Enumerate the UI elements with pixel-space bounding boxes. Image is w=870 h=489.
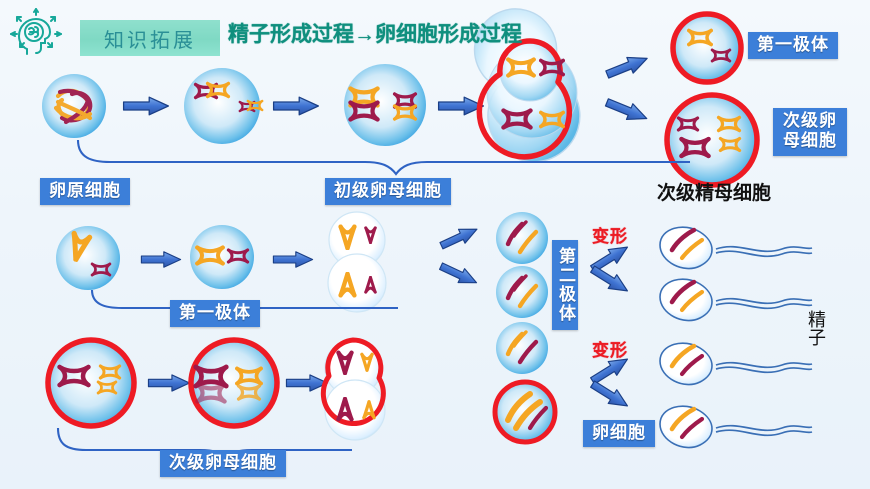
label-egg-cell: 卵细胞: [583, 420, 655, 448]
sperm-2: [659, 278, 813, 322]
label-transform-bottom: 变形: [592, 341, 628, 360]
label-sperm: 精子: [805, 310, 826, 346]
sperm-3: [659, 342, 813, 386]
diverging-arrows-row1: [603, 49, 651, 127]
spermatid-cell-3: [496, 322, 548, 374]
secondary-oocyte-dividing-cell: [320, 337, 386, 441]
primary-spermatocyte-metaphase-cell: [344, 64, 426, 146]
label-first-polar-body-top: 第一极体: [748, 32, 838, 60]
label-secondary-oocyte-top: 次级卵 母细胞: [773, 108, 847, 157]
first-polar-body-cell: [670, 11, 744, 85]
knowledge-expansion-label: 知识拓展: [104, 27, 196, 52]
spermatid-cell-1: [496, 212, 548, 264]
label-second-polar-body: 第二极体: [552, 240, 579, 330]
spermatogonium-chromatin-cell: [42, 74, 106, 138]
transform-arrows: [587, 239, 633, 414]
ootid-cell: [492, 379, 558, 445]
label-secondary-oocyte-top-line1: 次级卵: [783, 111, 837, 130]
label-transform-top: 变形: [592, 227, 628, 246]
brace-primary-spermatocyte: [76, 139, 690, 176]
knowledge-expansion-badge: 知识拓展: [80, 20, 220, 56]
arrow-right: [272, 96, 320, 116]
label-first-polar-body-mid: 第一极体: [170, 300, 260, 328]
label-secondary-oocyte-bottom: 次级卵母细胞: [160, 450, 286, 478]
diverging-arrows-row2: [437, 221, 481, 291]
oogonium-condensed-cell: [190, 225, 254, 289]
page-title: 精子形成过程→卵细胞形成过程: [228, 23, 522, 46]
secondary-oocyte-metaphase-cell: [188, 337, 280, 429]
secondary-oocyte-cell: [664, 92, 760, 188]
label-secondary-spermatocyte: 次级精母细胞: [657, 182, 772, 204]
primary-oocyte-dividing-cell: [327, 211, 387, 313]
oogonium-cell: [56, 226, 120, 290]
arrow-right: [285, 374, 329, 392]
arrow-right: [272, 251, 314, 268]
label-secondary-oocyte-top-line2: 母细胞: [783, 131, 837, 151]
spermatid-cell-2: [496, 266, 548, 318]
primary-spermatocyte-cell: [184, 68, 264, 144]
arrow-right: [122, 96, 170, 116]
arrow-right: [147, 374, 191, 392]
label-primary-oocyte: 初级卵母细胞: [325, 178, 451, 206]
secondary-oocyte-outlined-cell: [45, 337, 137, 429]
brain-idea-icon: [8, 7, 64, 60]
arrow-right: [437, 96, 485, 116]
arrow-right: [140, 251, 182, 268]
sperm-4: [659, 405, 813, 449]
label-oogonium: 卵原细胞: [40, 178, 130, 206]
sperm-1: [659, 226, 813, 270]
